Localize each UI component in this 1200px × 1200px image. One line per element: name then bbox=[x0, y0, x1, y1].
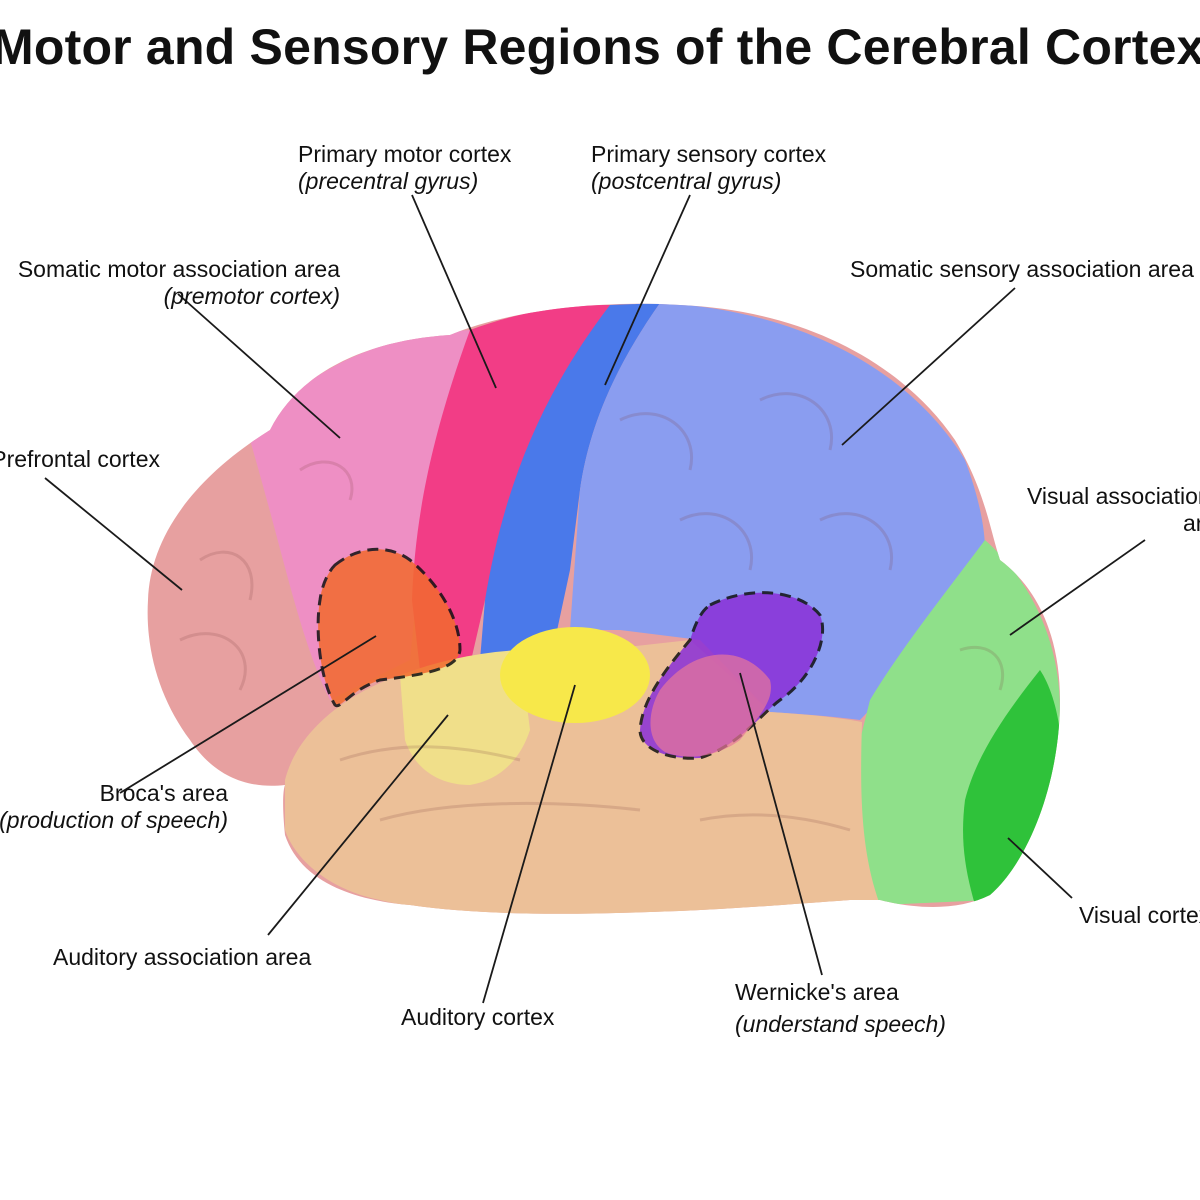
leader-lines bbox=[44, 194, 1146, 1004]
label-visual-cortex: Visual cortex bbox=[1079, 902, 1200, 929]
region-broca bbox=[316, 547, 462, 708]
label-somatic-motor-association: Somatic motor association area (premotor… bbox=[18, 256, 340, 310]
leader-wernicke bbox=[739, 672, 823, 976]
label-wernicke: Wernicke's area (understand speech) bbox=[735, 979, 946, 1038]
label-somatic-sensory-name: Somatic sensory association area bbox=[850, 256, 1194, 282]
leader-primary-sensory bbox=[604, 194, 691, 386]
leader-broca bbox=[119, 635, 377, 794]
region-motor-association bbox=[250, 330, 480, 700]
leader-somatic-sensory bbox=[841, 287, 1016, 446]
leader-somatic-motor bbox=[177, 293, 341, 439]
gyri-lines bbox=[179, 392, 1005, 832]
label-primary-motor-cortex: Primary motor cortex (precentral gyrus) bbox=[298, 141, 511, 195]
label-primary-sensory-name: Primary sensory cortex bbox=[591, 141, 827, 167]
leader-visual bbox=[1007, 837, 1073, 899]
label-prefrontal-name: Prefrontal cortex bbox=[0, 446, 160, 472]
label-primary-sensory-detail: (postcentral gyrus) bbox=[591, 168, 782, 194]
region-auditory bbox=[500, 627, 650, 723]
label-primary-motor-detail: (precentral gyrus) bbox=[298, 168, 479, 194]
label-primary-sensory-cortex: Primary sensory cortex (postcentral gyru… bbox=[591, 141, 826, 195]
leader-auditory-assoc bbox=[267, 714, 449, 936]
region-auditory-association bbox=[400, 650, 530, 785]
label-auditory-cortex: Auditory cortex bbox=[401, 1004, 554, 1031]
leader-auditory bbox=[482, 684, 576, 1004]
label-somatic-motor-name: Somatic motor association area bbox=[17, 256, 340, 282]
label-visual-assoc-name2: area bbox=[1183, 510, 1200, 536]
region-primary-sensory bbox=[480, 303, 660, 660]
label-prefrontal-cortex: Prefrontal cortex bbox=[0, 446, 160, 473]
leader-prefrontal bbox=[44, 477, 183, 591]
label-auditory-name: Auditory cortex bbox=[401, 1004, 555, 1030]
label-broca-detail: (production of speech) bbox=[0, 807, 228, 833]
label-wernicke-name: Wernicke's area bbox=[735, 979, 899, 1005]
region-primary-motor bbox=[412, 305, 610, 670]
label-somatic-sensory-association: Somatic sensory association area bbox=[850, 256, 1194, 283]
label-wernicke-detail: (understand speech) bbox=[735, 1011, 946, 1037]
label-visual-association: Visual association area bbox=[1027, 483, 1200, 537]
label-primary-motor-name: Primary motor cortex bbox=[298, 141, 512, 167]
label-visual-assoc-name: Visual association bbox=[1027, 483, 1200, 509]
label-broca-name: Broca's area bbox=[99, 780, 228, 806]
leader-primary-motor bbox=[411, 194, 497, 389]
label-somatic-motor-detail: (premotor cortex) bbox=[163, 283, 340, 309]
label-auditory-assoc-name: Auditory association area bbox=[53, 944, 312, 970]
label-auditory-association: Auditory association area bbox=[53, 944, 311, 971]
diagram-title: Motor and Sensory Regions of the Cerebra… bbox=[0, 19, 1200, 75]
leader-visual-assoc bbox=[1009, 539, 1146, 636]
region-sensory-association bbox=[570, 303, 985, 720]
label-visual-name: Visual cortex bbox=[1079, 902, 1200, 928]
wernicke-lower-overlap bbox=[650, 654, 771, 757]
label-broca: Broca's area (production of speech) bbox=[0, 780, 228, 834]
